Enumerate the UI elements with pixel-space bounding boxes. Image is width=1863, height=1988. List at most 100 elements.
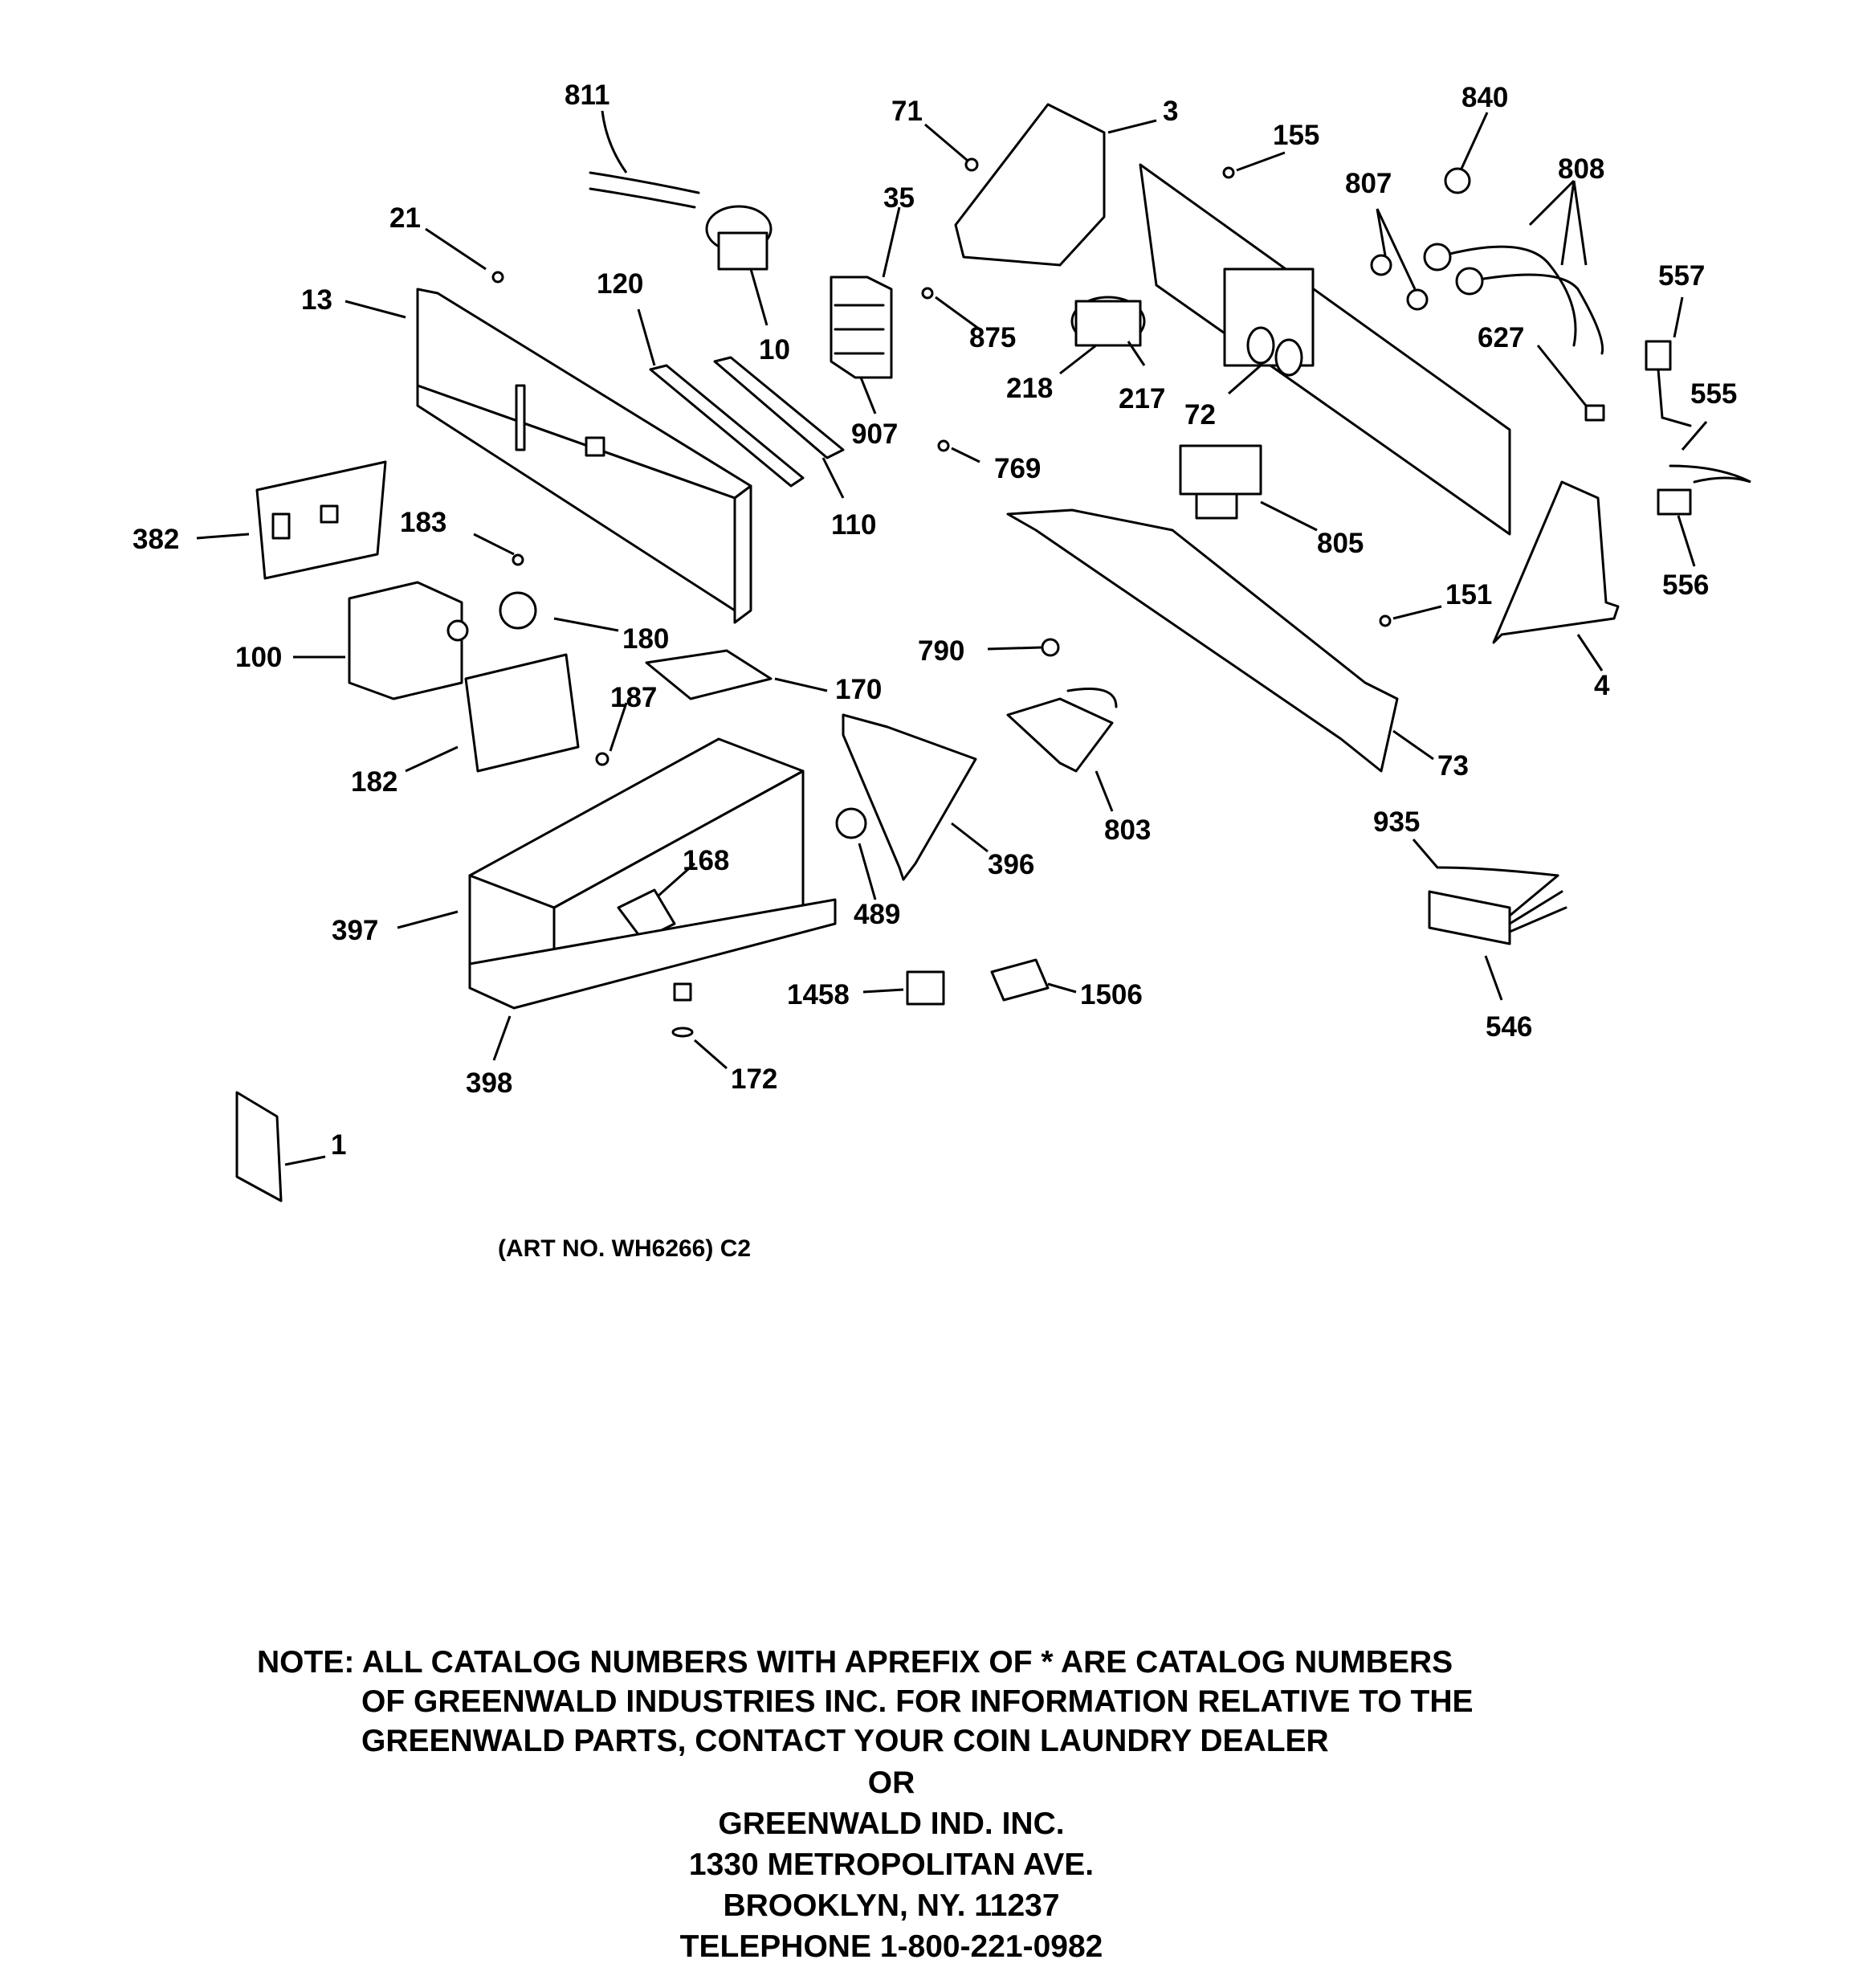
callout-807: 807	[1345, 168, 1392, 199]
callout-396: 396	[988, 849, 1034, 880]
part-120-board	[649, 364, 805, 488]
callout-1: 1	[331, 1129, 346, 1161]
part-803-shroud	[1006, 688, 1118, 773]
callout-71: 71	[891, 96, 923, 127]
part-1506-connector	[990, 958, 1050, 1002]
part-100-timer	[348, 581, 469, 700]
callout-811: 811	[565, 80, 609, 111]
callout-73: 73	[1437, 750, 1469, 782]
callout-218: 218	[1006, 373, 1053, 404]
leader-lines	[196, 110, 1708, 1166]
art-number: (ART NO. WH6266) C2	[498, 1235, 752, 1262]
part-627-plug	[1584, 404, 1605, 422]
callout-769: 769	[994, 453, 1041, 484]
part-182-bracket	[464, 653, 580, 773]
callout-397: 397	[332, 915, 378, 946]
callout-217: 217	[1119, 383, 1165, 414]
part-546-harness	[1428, 866, 1567, 945]
part-3-end-cap	[954, 103, 1106, 267]
callout-808: 808	[1558, 153, 1604, 185]
callout-100: 100	[235, 642, 282, 673]
part-151-screw	[1379, 614, 1392, 627]
note-line-1: NOTE: ALL CATALOG NUMBERS WITH APREFIX O…	[257, 1645, 1453, 1680]
part-382-cover-plate	[255, 460, 387, 580]
part-805-water-valve	[1179, 444, 1262, 520]
callout-398: 398	[466, 1067, 512, 1099]
callout-10: 10	[759, 334, 790, 365]
part-10-pressure-switch	[705, 205, 773, 271]
callout-875: 875	[969, 322, 1016, 353]
callout-172: 172	[731, 1063, 777, 1095]
part-180-cam	[499, 591, 537, 630]
part-840-grommet	[1444, 167, 1471, 194]
part-875-screw	[921, 287, 934, 300]
part-72-back-panel	[1139, 163, 1511, 536]
callout-155: 155	[1273, 120, 1319, 151]
callout-1458: 1458	[787, 979, 850, 1010]
callout-13: 13	[301, 284, 332, 316]
callout-935: 935	[1373, 806, 1420, 838]
part-790-clip	[1041, 638, 1060, 657]
callout-546: 546	[1486, 1011, 1532, 1043]
part-183-screw	[512, 553, 524, 566]
part-35-switch-block	[830, 276, 893, 379]
part-489-bushing	[835, 807, 867, 839]
part-398-base	[468, 898, 837, 1010]
callout-3: 3	[1163, 96, 1178, 127]
part-73-channel	[1006, 508, 1399, 773]
callout-489: 489	[854, 899, 900, 930]
catalog-note: NOTE: ALL CATALOG NUMBERS WITH APREFIX O…	[257, 1643, 1622, 1761]
part-807-washer-b	[1406, 288, 1429, 311]
callout-labels: 811 71 3 840 155 807 808 35 21 120 13 10…	[132, 80, 1737, 1161]
note-line-3: GREENWALD PARTS, CONTACT YOUR COIN LAUND…	[361, 1724, 1329, 1758]
part-172-foot	[671, 982, 694, 1038]
note-line-2: OF GREENWALD INDUSTRIES INC. FOR INFORMA…	[361, 1684, 1474, 1719]
callout-168: 168	[683, 845, 729, 876]
callout-110: 110	[831, 509, 876, 541]
callout-557: 557	[1658, 260, 1705, 292]
part-807-washer-a	[1370, 254, 1392, 276]
callout-790: 790	[918, 635, 964, 667]
callout-151: 151	[1445, 579, 1492, 610]
callout-803: 803	[1104, 814, 1151, 846]
part-1-envelope	[235, 1091, 283, 1202]
callout-72: 72	[1184, 399, 1216, 431]
part-155-screw	[1222, 166, 1235, 179]
callout-183: 183	[400, 507, 446, 538]
callout-187: 187	[610, 682, 657, 713]
part-13-control-panel	[416, 288, 752, 624]
callout-120: 120	[597, 268, 643, 300]
part-170-mat	[645, 649, 773, 700]
callout-556: 556	[1662, 569, 1709, 601]
part-555-wire	[1657, 464, 1751, 516]
callout-4: 4	[1594, 670, 1610, 701]
part-396-bracket	[842, 713, 977, 881]
callout-805: 805	[1317, 528, 1364, 559]
part-811-hose	[589, 171, 700, 209]
part-1458-connector	[906, 970, 945, 1006]
callout-907: 907	[851, 418, 898, 450]
address-street: 1330 METROPOLITAN AVE.	[688, 1847, 1095, 1882]
callout-840: 840	[1461, 82, 1508, 113]
callout-555: 555	[1690, 378, 1737, 410]
part-4-end-cap	[1492, 480, 1620, 644]
part-187-screw	[595, 752, 609, 766]
address-or: OR	[867, 1766, 915, 1800]
part-557-connector	[1645, 340, 1692, 427]
part-21-screw	[491, 271, 504, 284]
part-110-board	[713, 356, 845, 459]
callout-35: 35	[883, 182, 915, 214]
dealer-address: OR GREENWALD IND. INC. 1330 METROPOLITAN…	[0, 1762, 1783, 1967]
part-218-capacitor	[1070, 296, 1146, 347]
part-769-screw	[937, 439, 950, 452]
callout-627: 627	[1478, 322, 1524, 353]
callout-170: 170	[835, 674, 882, 705]
address-telephone: TELEPHONE 1-800-221-0982	[679, 1929, 1103, 1964]
callout-382: 382	[132, 524, 179, 555]
part-71-screw	[964, 157, 979, 172]
callout-182: 182	[351, 766, 397, 798]
address-city: BROOKLYN, NY. 11237	[723, 1888, 1060, 1923]
part-808-hoses	[1423, 243, 1604, 355]
callout-1506: 1506	[1080, 979, 1143, 1010]
